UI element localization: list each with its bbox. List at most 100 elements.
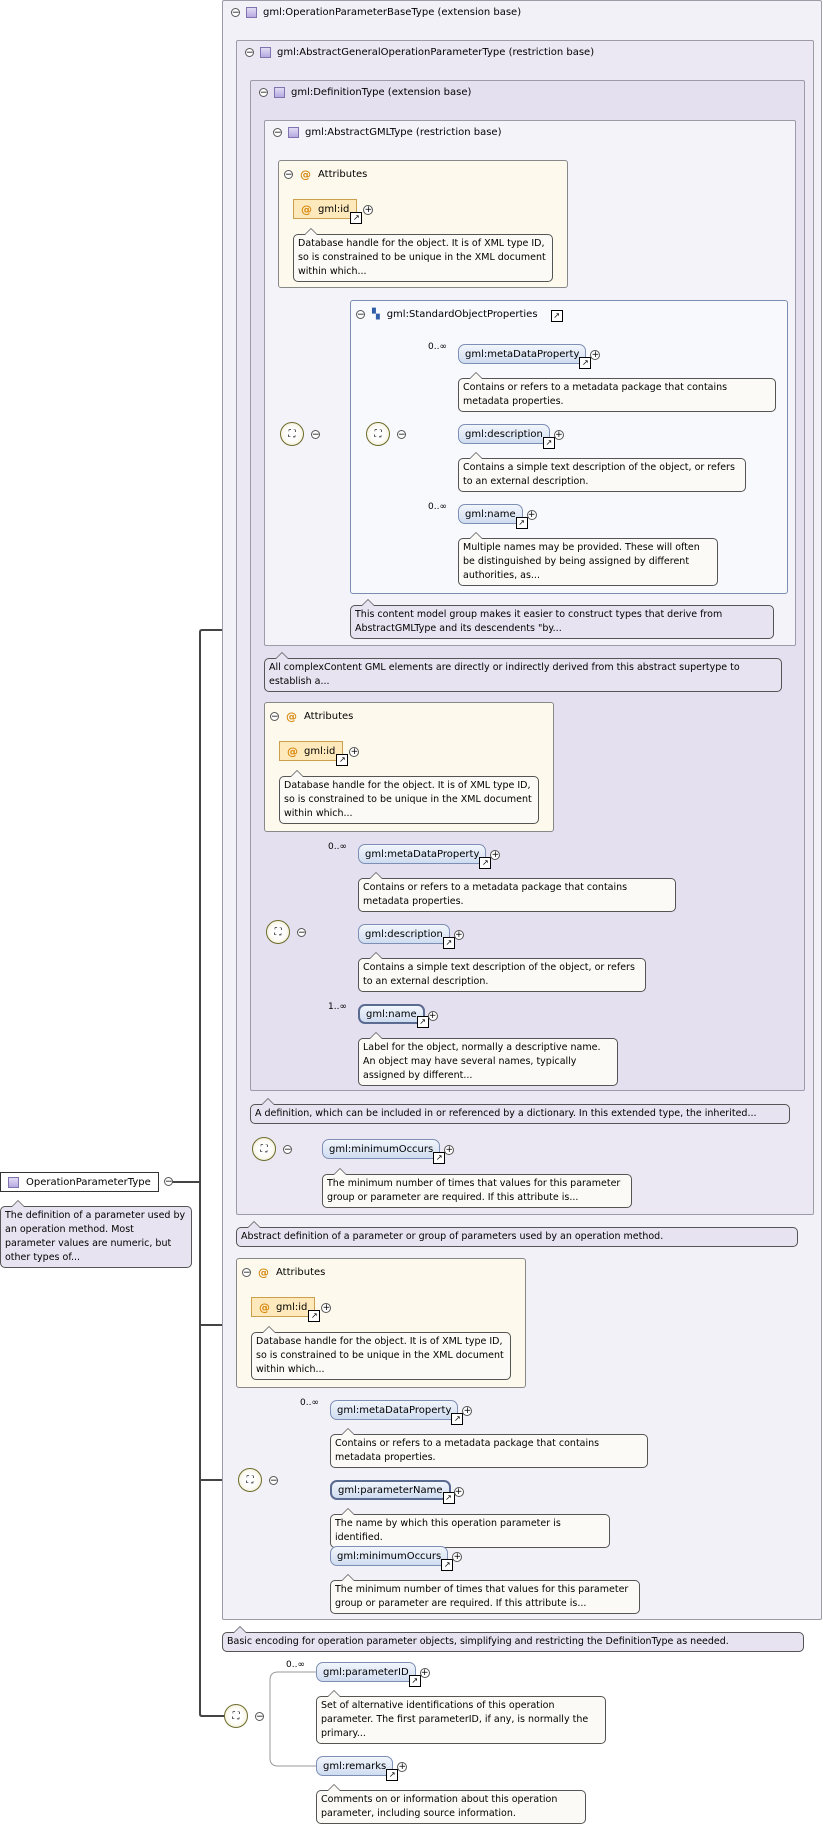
reference-arrow-icon[interactable]: ↗ (579, 357, 592, 369)
doc-note: Abstract definition of a parameter or gr… (236, 1221, 798, 1247)
plus-circle-icon[interactable]: + (397, 1762, 408, 1772)
reference-arrow-icon[interactable]: ↗ (441, 1559, 454, 1571)
minus-circle-icon[interactable]: − (269, 1476, 278, 1486)
reference-arrow-icon[interactable]: ↗ (386, 1769, 399, 1781)
element-name[interactable]: gml:name ↗ + (358, 1004, 438, 1028)
plus-circle-icon[interactable]: + (452, 1552, 463, 1562)
attributes-label: Attributes (276, 1267, 326, 1278)
element-metadata-property[interactable]: gml:metaDataProperty ↗ + (330, 1400, 473, 1425)
ext-title-label: gml:OperationParameterBaseType (extensio… (263, 7, 522, 18)
minus-circle-icon[interactable]: − (284, 170, 293, 180)
element-description[interactable]: gml:description ↗ + (358, 924, 464, 949)
minus-circle-icon[interactable]: − (270, 712, 279, 722)
at-sign-icon: @ (287, 744, 298, 758)
element-metadata-property[interactable]: gml:metaDataProperty ↗ + (458, 344, 601, 369)
sequence-icon[interactable]: ⛶ (252, 1137, 276, 1161)
complex-type-icon (8, 1176, 19, 1188)
minus-circle-icon[interactable]: − (273, 128, 282, 138)
attributes-box: − @ Attributes @ gml:id ↗ + Database han… (264, 702, 554, 832)
attribute-gml-id[interactable]: @ gml:id ↗ + (293, 199, 374, 224)
sequence-icon[interactable]: ⛶ (224, 1704, 248, 1728)
at-sign-icon: @ (301, 202, 312, 216)
reference-arrow-icon[interactable]: ↗ (479, 857, 492, 869)
reference-arrow-icon[interactable]: ↗ (416, 1016, 429, 1028)
doc-note: Database handle for the object. It is of… (251, 1326, 511, 1380)
element-minimum-occurs[interactable]: gml:minimumOccurs ↗ + (322, 1139, 455, 1164)
plus-circle-icon[interactable]: + (590, 350, 601, 360)
element-remarks[interactable]: gml:remarks ↗ + (316, 1756, 408, 1781)
plus-circle-icon[interactable]: + (427, 1011, 438, 1021)
reference-arrow-icon[interactable]: ↗ (550, 309, 563, 322)
reference-arrow-icon[interactable]: ↗ (408, 1675, 421, 1687)
minus-circle-icon[interactable]: − (259, 88, 268, 98)
minus-circle-icon[interactable]: − (231, 8, 240, 18)
plus-circle-icon[interactable]: + (444, 1145, 455, 1155)
attributes-box: − @ Attributes @ gml:id ↗ + Database han… (278, 160, 568, 288)
doc-note: All complexContent GML elements are dire… (264, 652, 782, 692)
element-name[interactable]: gml:name ↗ + (458, 504, 537, 529)
at-sign-icon: @ (286, 710, 297, 723)
doc-note: Multiple names may be provided. These wi… (458, 532, 718, 586)
reference-arrow-icon[interactable]: ↗ (433, 1152, 446, 1164)
minus-circle-icon[interactable]: − (311, 430, 320, 440)
plus-circle-icon[interactable]: + (321, 1303, 332, 1313)
complex-type-icon (260, 47, 271, 58)
minus-circle-icon[interactable]: − (397, 430, 406, 440)
doc-note: Database handle for the object. It is of… (293, 228, 553, 282)
reference-arrow-icon[interactable]: ↗ (442, 1492, 455, 1504)
minus-circle-icon[interactable]: − (356, 310, 365, 320)
sequence-icon[interactable]: ⛶ (366, 422, 390, 446)
plus-circle-icon[interactable]: + (453, 1487, 464, 1497)
plus-circle-icon[interactable]: + (453, 930, 464, 940)
minus-circle-icon[interactable]: − (283, 1145, 292, 1155)
attributes-label: Attributes (318, 169, 368, 180)
doc-note: Basic encoding for operation parameter o… (222, 1626, 804, 1652)
plus-circle-icon[interactable]: + (462, 1406, 473, 1416)
at-sign-icon: @ (300, 168, 311, 181)
attribute-gml-id[interactable]: @ gml:id ↗ + (279, 741, 360, 766)
doc-note: This content model group makes it easier… (350, 599, 774, 639)
minus-circle-icon[interactable]: − (297, 928, 306, 938)
minus-circle-icon[interactable]: − (245, 48, 254, 58)
plus-circle-icon[interactable]: + (490, 850, 501, 860)
reference-arrow-icon[interactable]: ↗ (442, 937, 455, 949)
sequence-icon[interactable]: ⛶ (238, 1468, 262, 1492)
minus-circle-icon[interactable]: − (164, 1177, 173, 1187)
reference-arrow-icon[interactable]: ↗ (308, 1310, 321, 1322)
element-parameter-id[interactable]: gml:parameterID ↗ + (316, 1662, 430, 1687)
doc-note: Contains or refers to a metadata package… (358, 872, 676, 912)
plus-circle-icon[interactable]: + (526, 510, 537, 520)
cardinality-label: 0..∞ (428, 502, 447, 512)
cardinality-label: 0..∞ (428, 342, 447, 352)
element-description[interactable]: gml:description ↗ + (458, 424, 564, 449)
doc-note: The definition of a parameter used by an… (0, 1200, 192, 1268)
plus-circle-icon[interactable]: + (363, 205, 374, 215)
cardinality-label: 0..∞ (286, 1660, 305, 1670)
attribute-gml-id[interactable]: @ gml:id ↗ + (251, 1297, 332, 1322)
reference-arrow-icon[interactable]: ↗ (515, 517, 528, 529)
plus-circle-icon[interactable]: + (349, 747, 360, 757)
reference-arrow-icon[interactable]: ↗ (451, 1413, 464, 1425)
plus-circle-icon[interactable]: + (553, 430, 564, 440)
minus-circle-icon[interactable]: − (255, 1712, 264, 1722)
reference-arrow-icon[interactable]: ↗ (350, 212, 363, 224)
doc-note: Comments on or information about this op… (316, 1784, 586, 1824)
element-minimum-occurs[interactable]: gml:minimumOccurs ↗ + (330, 1546, 463, 1571)
at-sign-icon: @ (258, 1266, 269, 1279)
element-parameter-name[interactable]: gml:parameterName ↗ + (330, 1480, 464, 1504)
cardinality-label: 0..∞ (300, 1398, 319, 1408)
ext-title-label: gml:AbstractGMLType (restriction base) (305, 127, 502, 138)
element-metadata-property[interactable]: gml:metaDataProperty ↗ + (358, 844, 501, 869)
complex-type-icon (246, 7, 257, 18)
plus-circle-icon[interactable]: + (419, 1668, 430, 1678)
minus-circle-icon[interactable]: − (242, 1268, 251, 1278)
root-type-operation-parameter[interactable]: OperationParameterType (0, 1172, 159, 1192)
attributes-label: Attributes (304, 711, 354, 722)
at-sign-icon: @ (259, 1300, 270, 1314)
sequence-icon[interactable]: ⛶ (280, 422, 304, 446)
doc-note: Contains a simple text description of th… (458, 452, 746, 492)
sequence-icon[interactable]: ⛶ (266, 920, 290, 944)
ext-title-label: gml:DefinitionType (extension base) (291, 87, 472, 98)
reference-arrow-icon[interactable]: ↗ (542, 437, 555, 449)
reference-arrow-icon[interactable]: ↗ (336, 754, 349, 766)
